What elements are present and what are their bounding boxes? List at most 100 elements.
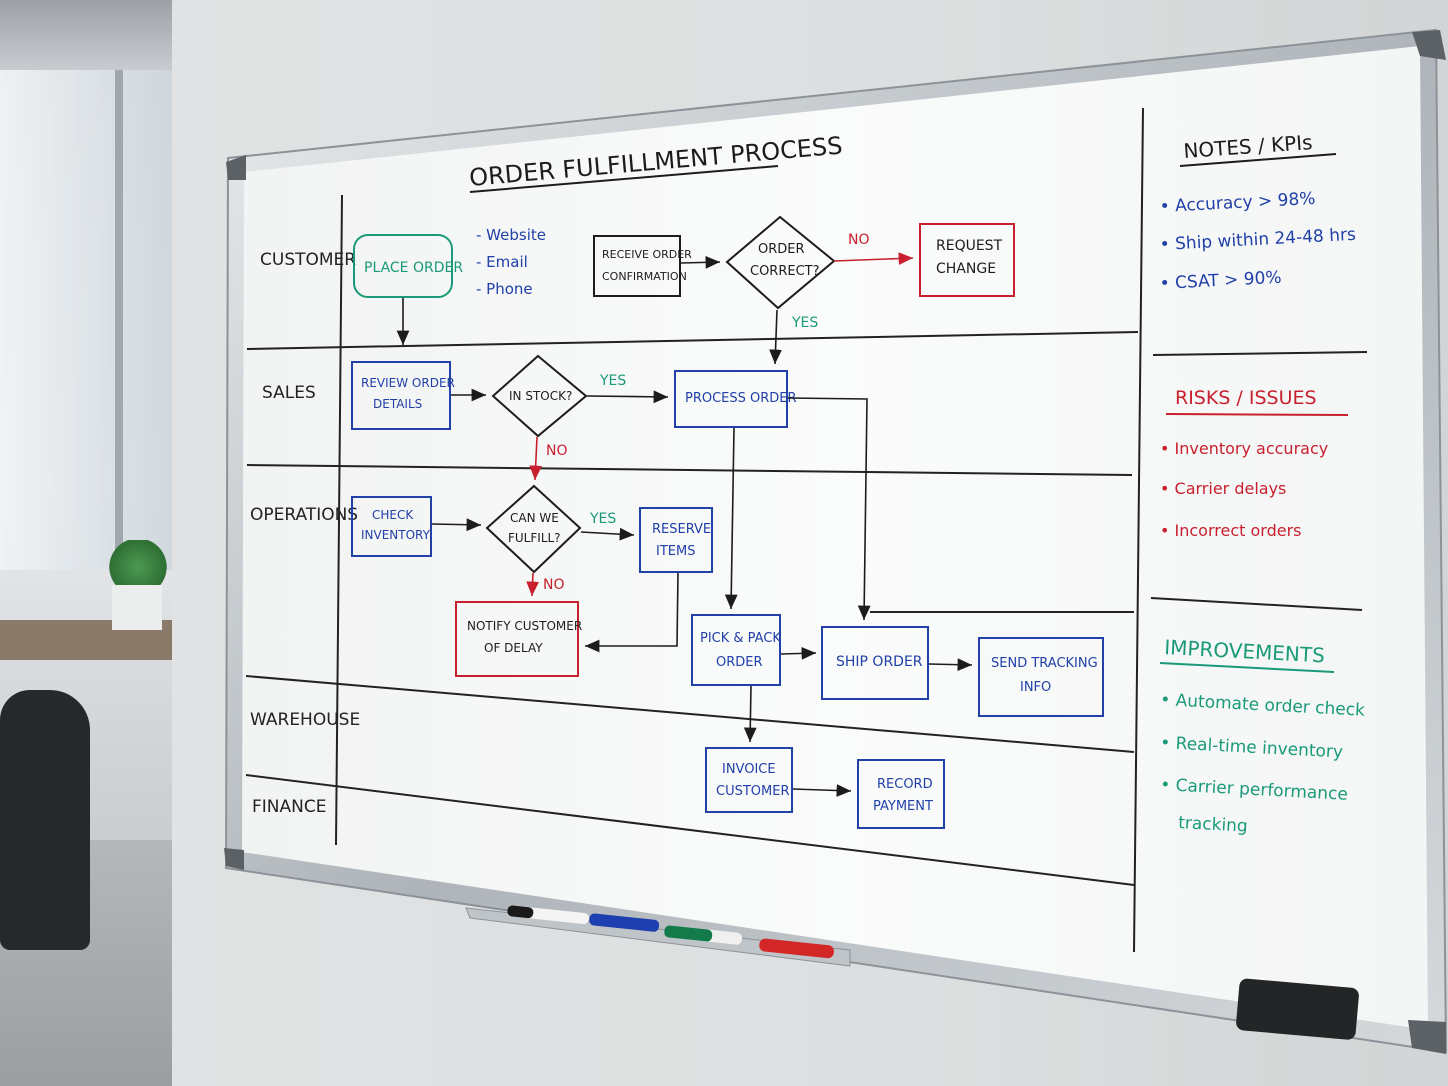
label-yes-stock: YES — [599, 373, 626, 389]
node-notify-delay-line1: NOTIFY CUSTOMER — [467, 619, 582, 633]
lane-line-1 — [246, 331, 1139, 350]
office-window — [0, 70, 175, 570]
node-request-change-line1: REQUEST — [936, 238, 1003, 254]
node-pick-pack: PICK & PACK ORDER — [691, 614, 781, 686]
office-chair — [0, 690, 90, 950]
node-record-payment: RECORD PAYMENT — [857, 759, 945, 829]
corner-cap-top-right — [1412, 30, 1446, 60]
node-send-tracking-line2: INFO — [1020, 680, 1051, 695]
risks-title-underline — [1165, 413, 1349, 416]
node-send-tracking-line1: SEND TRACKING — [991, 656, 1098, 671]
marker-blue — [589, 913, 660, 932]
node-invoice-customer-line1: INVOICE — [722, 762, 776, 777]
node-receive-confirmation-line2: CONFIRMATION — [602, 270, 687, 283]
node-review-details-line1: REVIEW ORDER — [361, 376, 455, 390]
node-can-fulfill-line1: CAN WE — [510, 511, 559, 525]
node-notify-delay-line2: OF DELAY — [484, 641, 543, 655]
node-check-inventory-line2: INVENTORY — [361, 528, 431, 542]
risks-title: RISKS / ISSUES — [1175, 387, 1317, 409]
arrow-pick-to-invoice — [743, 685, 757, 743]
lane-label-warehouse: WAREHOUSE — [250, 710, 360, 730]
node-order-correct: ORDER CORRECT? — [725, 215, 836, 310]
sidebar-risks: RISKS / ISSUES • Inventory accuracy • Ca… — [1160, 387, 1349, 540]
node-receive-confirmation-line1: RECEIVE ORDER — [602, 248, 692, 261]
node-check-inventory-line1: CHECK — [372, 508, 414, 522]
node-record-payment-line2: PAYMENT — [873, 799, 933, 814]
node-notify-delay: NOTIFY CUSTOMER OF DELAY — [455, 601, 582, 677]
arrow-invoice-to-record — [792, 784, 852, 797]
corner-cap-bottom-left — [224, 848, 244, 870]
arrow-ship-to-tracking — [928, 658, 973, 672]
arrow-stock-to-check — [529, 436, 543, 481]
lane-label-operations: OPERATIONS — [250, 505, 358, 525]
improvements-title-underline — [1159, 662, 1335, 673]
risks-item-3: • Incorrect orders — [1160, 521, 1302, 540]
office-plant — [108, 540, 168, 585]
lane-line-3 — [245, 675, 1135, 753]
improvements-item-3-cont: tracking — [1178, 813, 1249, 837]
label-no-fulfill: NO — [543, 577, 565, 593]
node-invoice-customer-line2: CUSTOMER — [716, 784, 789, 799]
channel-email: - Email — [476, 253, 528, 271]
arrow-pick-to-ship — [780, 647, 817, 660]
node-place-order: PLACE ORDER — [353, 234, 463, 298]
arrow-process-to-pick — [724, 427, 738, 610]
notes-title-underline — [1179, 153, 1337, 167]
marker-black — [507, 905, 590, 925]
label-yes-correct: YES — [791, 315, 818, 331]
node-order-correct-line2: CORRECT? — [750, 264, 820, 279]
node-in-stock: IN STOCK? — [491, 354, 588, 438]
board-surface — [242, 46, 1428, 1030]
corner-cap-top-left — [226, 155, 246, 180]
flow-arrows — [396, 252, 973, 797]
node-in-stock-label: IN STOCK? — [509, 389, 572, 403]
risks-item-2: • Carrier delays — [1160, 479, 1286, 498]
marker-red — [759, 938, 834, 959]
lane-line-2 — [246, 464, 1133, 476]
risks-item-1: • Inventory accuracy — [1160, 439, 1328, 458]
node-request-change-line2: CHANGE — [936, 261, 996, 277]
lane-label-divider — [335, 194, 343, 846]
label-no-stock: NO — [546, 443, 568, 459]
node-receive-confirmation: RECEIVE ORDER CONFIRMATION — [593, 235, 692, 297]
sidebar-rule-1 — [1152, 351, 1368, 356]
title-underline — [469, 165, 779, 193]
node-ship-order-label: SHIP ORDER — [836, 654, 923, 670]
arrow-correct-to-change — [833, 252, 914, 265]
lane-label-sales: SALES — [262, 383, 316, 403]
office-ceiling — [0, 0, 175, 70]
sidebar-rule-2 — [1150, 597, 1363, 611]
channel-phone: - Phone — [476, 280, 533, 298]
arrow-fulfill-to-reserve — [580, 527, 635, 541]
lane-label-customer: CUSTOMER — [260, 250, 356, 270]
channel-website: - Website — [476, 226, 546, 244]
node-request-change: REQUEST CHANGE — [919, 223, 1015, 297]
label-yes-fulfill: YES — [589, 511, 616, 527]
lane-label-finance: FINANCE — [252, 797, 326, 817]
node-send-tracking: SEND TRACKING INFO — [978, 637, 1104, 717]
node-pick-pack-line1: PICK & PACK — [700, 631, 781, 646]
node-reserve-items-line2: ITEMS — [656, 544, 695, 559]
arrow-correct-to-process — [769, 309, 782, 365]
arrow-stock-to-process — [586, 390, 669, 404]
node-invoice-customer: INVOICE CUSTOMER — [705, 747, 793, 813]
node-reserve-items-line1: RESERVE — [652, 522, 711, 537]
arrow-reserve-to-notify — [585, 572, 679, 653]
eraser — [1236, 978, 1359, 1040]
corner-cap-bottom-right — [1408, 1020, 1446, 1054]
node-check-inventory: CHECK INVENTORY — [351, 496, 432, 557]
node-order-correct-line1: ORDER — [758, 242, 805, 257]
node-review-details-line2: DETAILS — [373, 397, 422, 411]
node-review-details: REVIEW ORDER DETAILS — [351, 361, 455, 430]
node-process-order: PROCESS ORDER — [674, 370, 797, 428]
node-reserve-items: RESERVE ITEMS — [639, 507, 713, 573]
lane-line-4 — [245, 774, 1135, 886]
arrow-check-to-fulfill — [431, 518, 482, 532]
office-plant-pot — [112, 585, 162, 630]
arrow-fulfill-to-notify — [526, 572, 540, 597]
node-record-payment-line1: RECORD — [877, 777, 933, 792]
node-process-order-label: PROCESS ORDER — [685, 391, 797, 406]
swimlane-grid — [245, 107, 1368, 953]
sidebar-divider — [1133, 107, 1144, 953]
